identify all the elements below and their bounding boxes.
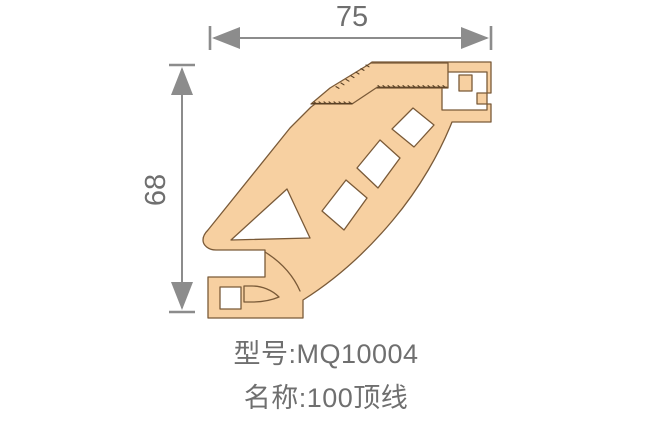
horizontal-dimension-label: 75 xyxy=(336,1,368,33)
model-caption: 型号:MQ10004 xyxy=(233,339,419,369)
name-caption: 名称:100顶线 xyxy=(243,383,409,413)
profile-inner-rib xyxy=(264,251,301,292)
vertical-dimension-bottom-arrow-icon xyxy=(171,282,193,310)
profile-foot-hook xyxy=(243,285,280,303)
profile-upper-lip-fin xyxy=(310,62,449,105)
horizontal-dimension-group: 75 xyxy=(208,1,493,50)
horizontal-dimension-left-arrow-icon xyxy=(212,27,240,49)
extrusion-profile-section xyxy=(202,61,492,319)
vertical-dimension-group: 68 xyxy=(140,63,195,314)
profile-serration-upper xyxy=(376,85,448,88)
profile-body-outline xyxy=(202,61,492,319)
horizontal-dimension-right-arrow-icon xyxy=(461,27,489,49)
vertical-dimension-label: 68 xyxy=(140,174,172,206)
vertical-dimension-top-arrow-icon xyxy=(171,67,193,95)
profile-serration-sloped xyxy=(311,101,353,104)
profile-serration-diagonal xyxy=(335,64,370,89)
caption-block: 型号:MQ10004 名称:100顶线 xyxy=(0,332,652,420)
